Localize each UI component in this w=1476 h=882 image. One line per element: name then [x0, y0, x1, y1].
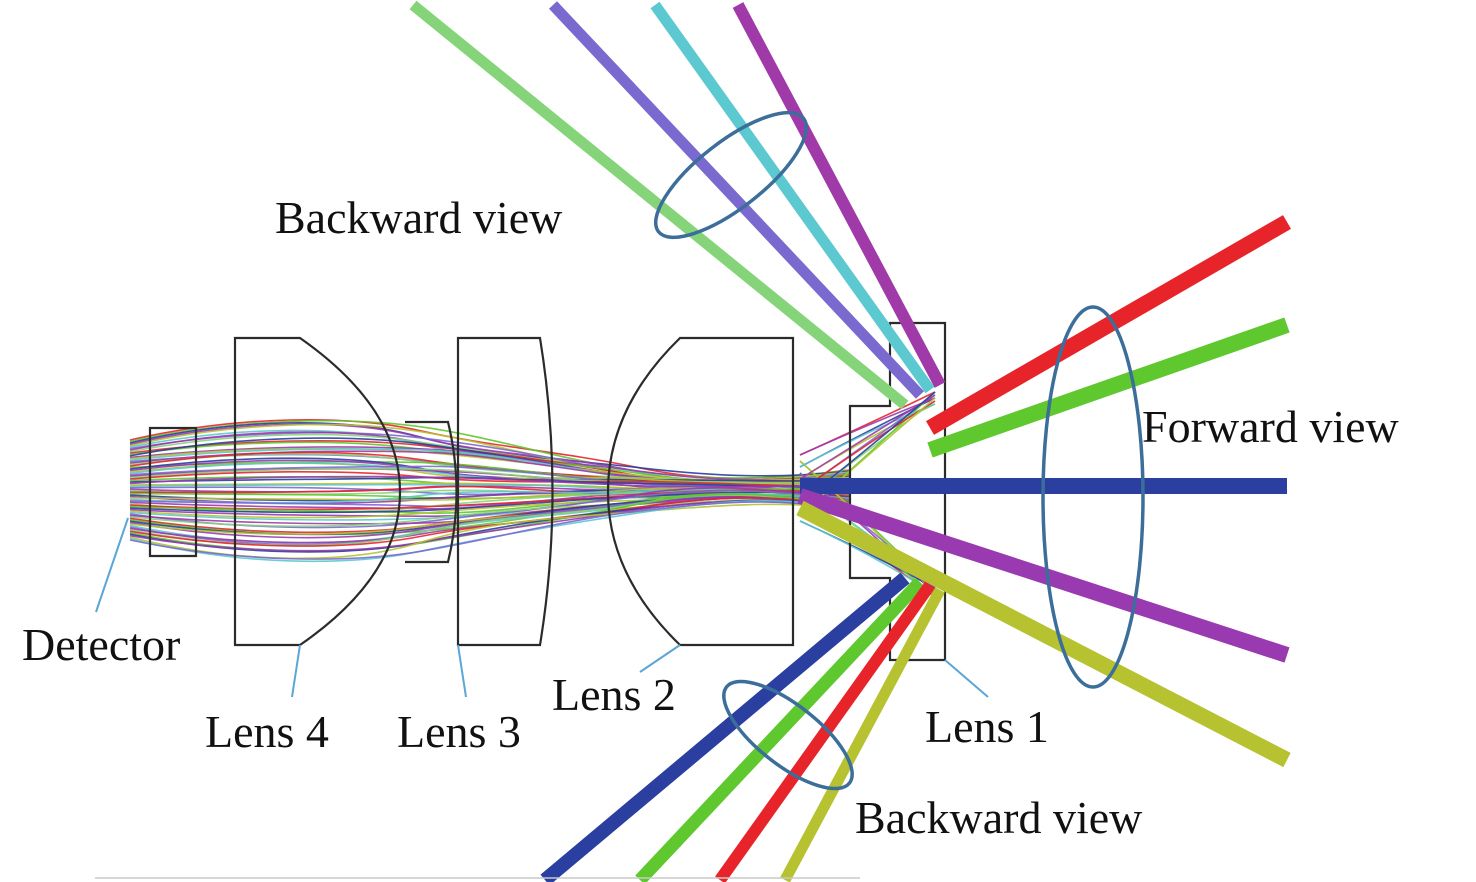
internal-ray — [129, 491, 851, 514]
lens-2-label: Lens 2 — [552, 669, 676, 720]
internal-ray — [129, 419, 851, 479]
detector-label: Detector — [22, 619, 180, 670]
detector-leader — [95, 517, 129, 613]
backward-view-bottom-label: Backward view — [855, 792, 1143, 843]
backward-beam-green — [635, 577, 925, 882]
forward-beam-purple — [797, 488, 1290, 663]
lens-1-label: Lens 1 — [925, 701, 1049, 752]
backward-view-top-ellipse — [653, 110, 809, 240]
forward-beam-olive — [796, 500, 1291, 768]
internal-ray-fan — [129, 391, 936, 598]
backward-beam-cyan — [650, 1, 935, 394]
backward-beam-violet — [548, 1, 925, 399]
lens-2-leader — [639, 644, 681, 673]
lens-3-leader — [457, 644, 467, 698]
lens-4-5-spacer — [405, 420, 458, 564]
lens-1-leader — [944, 659, 989, 698]
internal-ray — [129, 501, 851, 560]
internal-ray — [129, 475, 851, 489]
lens-3-outline — [456, 336, 554, 647]
lens-3-label: Lens 3 — [397, 706, 521, 757]
forward-view-label: Forward view — [1142, 401, 1400, 452]
backward-beam-red — [715, 581, 935, 882]
lens-4-label: Lens 4 — [205, 706, 329, 757]
internal-ray — [129, 467, 851, 486]
internal-ray — [129, 489, 851, 511]
detector-outline — [148, 426, 198, 558]
internal-ray — [129, 490, 851, 529]
backward-beam-blue — [540, 572, 910, 882]
backward-view-bottom-ellipse — [722, 679, 854, 791]
forward-view-ellipse — [1041, 305, 1145, 689]
leader-lines — [95, 517, 989, 698]
lens-4-outline — [233, 336, 402, 647]
backward-beam-magenta — [732, 2, 946, 388]
lens-1-outline — [848, 321, 947, 662]
internal-ray — [129, 470, 851, 487]
backward-view-top-label: Backward view — [275, 192, 563, 243]
exit-ray — [799, 394, 936, 480]
backward-beam-olive — [780, 587, 945, 882]
lens-outlines — [148, 321, 947, 662]
forward-beam-red — [926, 215, 1291, 435]
lens-4-leader — [291, 644, 301, 698]
lens-2-outline — [606, 336, 795, 647]
internal-ray — [129, 497, 851, 527]
forward-beam-green — [927, 317, 1290, 458]
